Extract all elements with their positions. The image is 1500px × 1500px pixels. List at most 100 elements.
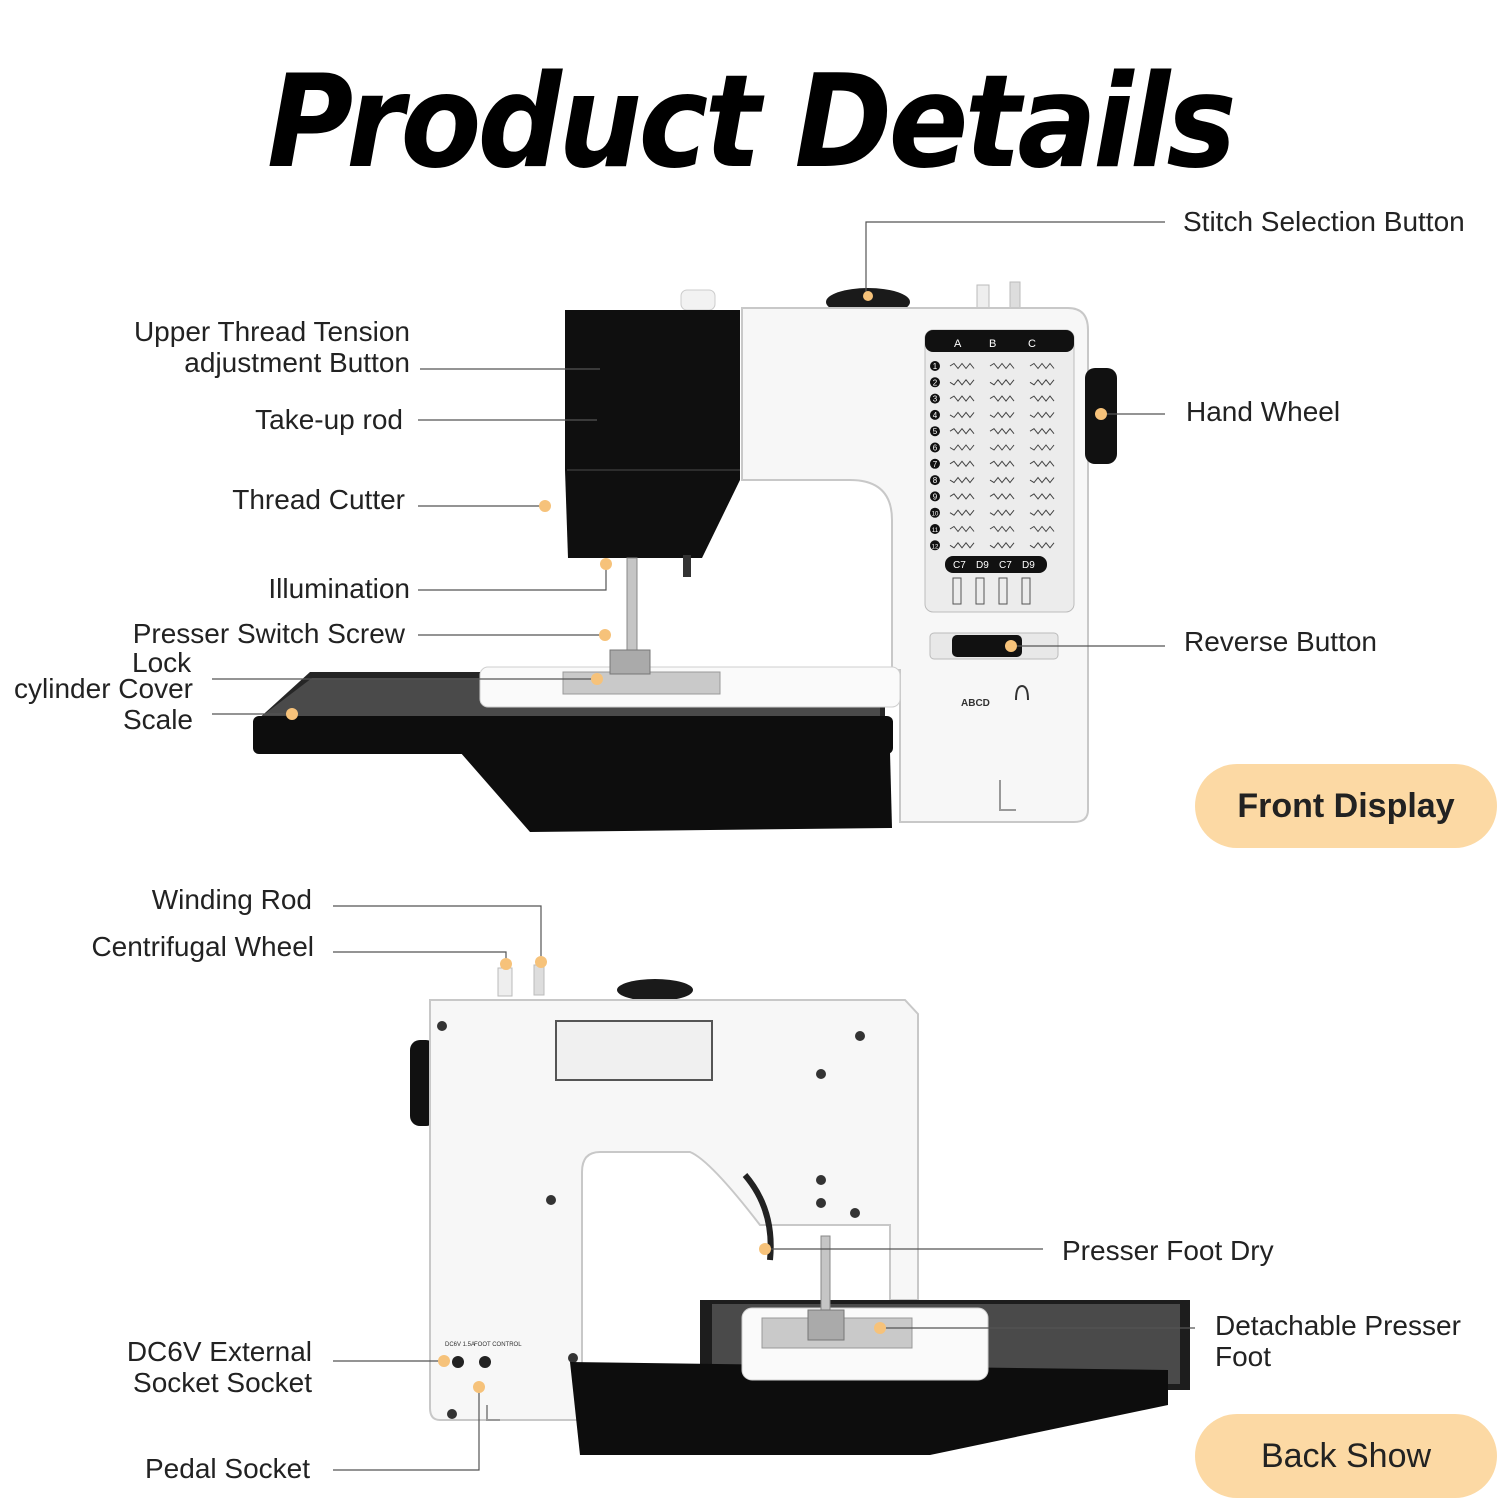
label-detachable-line-2: Foot [1215, 1341, 1272, 1372]
label-dc6v-line-2: Socket Socket [133, 1367, 312, 1398]
stitch-pattern-glyph [989, 427, 1015, 435]
dc-socket [452, 1356, 464, 1368]
stitch-row-marker [930, 426, 940, 437]
stitch-pattern-glyph [989, 476, 1015, 484]
stitch-row-number: 6 [933, 444, 938, 453]
stitch-row-marker [930, 540, 940, 551]
label-centrifugal-wheel: Centrifugal Wheel [91, 931, 314, 962]
stitch-row-number: 11 [932, 528, 939, 534]
stitch-row-number: 7 [933, 460, 938, 469]
stitch-footer-4: D9 [1022, 560, 1035, 571]
stitch-row-marker [930, 458, 940, 469]
back-show-badge: Back Show [1195, 1414, 1497, 1498]
handle-slot [555, 1020, 713, 1081]
stitch-pattern-glyph [989, 362, 1015, 370]
stitch-row-marker [930, 442, 940, 453]
stitch-pattern-glyph [1029, 444, 1055, 451]
label-detachable-line-1: Detachable Presser [1215, 1310, 1461, 1341]
stitch-row-marker [930, 393, 940, 404]
stitch-row-number: 1 [933, 362, 938, 371]
stitch-pattern-glyph [949, 525, 975, 533]
stitch-row-marker [930, 361, 940, 371]
back-machine: DC6V 1.5A FOOT CONTROL [410, 964, 1190, 1455]
label-thread-cutter: Thread Cutter [232, 484, 405, 515]
stitch-pattern-glyph [989, 460, 1015, 468]
label-winding-rod: Winding Rod [151, 884, 312, 915]
stitch-row-marker [930, 475, 940, 486]
stitch-pattern-glyph [989, 378, 1015, 386]
stitch-row-number: 5 [933, 427, 938, 436]
pedal-socket [479, 1356, 491, 1368]
front-display-badge: Front Display [1195, 764, 1497, 848]
stitch-pattern-glyph [949, 362, 975, 370]
stitch-pattern-glyph [989, 509, 1015, 517]
label-hand-wheel: Hand Wheel [1186, 396, 1341, 427]
stitch-pattern-glyph [1029, 525, 1055, 533]
label-upper-thread-line-1: Upper Thread Tension [133, 316, 410, 347]
stitch-pattern-glyph [949, 444, 975, 451]
label-reverse-button: Reverse Button [1184, 626, 1377, 657]
stitch-row-number: 9 [933, 492, 938, 501]
stitch-pattern-glyph [949, 427, 975, 435]
label-presser-foot-dry: Presser Foot Dry [1062, 1235, 1274, 1266]
stitch-pattern-glyph [1029, 362, 1055, 370]
stitch-footer-3: C7 [999, 560, 1012, 571]
stitch-row-marker [930, 507, 940, 518]
stitch-pattern-glyph [989, 444, 1015, 451]
stitch-row-marker [930, 409, 940, 420]
stitch-pattern-glyph [1029, 395, 1055, 402]
marker-dots [286, 291, 1107, 1393]
stitch-pattern-glyph [949, 509, 975, 517]
stitch-row-number: 8 [933, 476, 938, 485]
stitch-footer-2: D9 [976, 560, 989, 571]
label-pedal-socket: Pedal Socket [145, 1453, 310, 1484]
stitch-row-number: 12 [932, 544, 939, 550]
label-upper-thread-line-2: adjustment Button [184, 347, 410, 378]
leader-lines [212, 221, 1195, 1471]
label-stitch-selection-button: Stitch Selection Button [1183, 206, 1465, 237]
stitch-row-marker [930, 491, 940, 502]
stitch-row-number: 4 [933, 411, 938, 420]
stitch-pattern-glyph [1029, 460, 1055, 468]
stitch-pattern-glyph [1029, 493, 1055, 500]
stitch-pattern-glyph [989, 411, 1015, 419]
back-port-label-1: DC6V 1.5A [445, 1342, 475, 1348]
stitch-col-c: C [1028, 338, 1036, 350]
label-lock: Lock [132, 647, 192, 678]
front-abcd-mark: ABCD [961, 698, 990, 709]
stitch-pattern-glyph [989, 541, 1015, 549]
stitch-row-marker [930, 377, 940, 388]
label-detachable-presser-foot: Detachable Presser Foot [1215, 1310, 1461, 1372]
stitch-col-b: B [989, 338, 996, 350]
stitch-row-marker [930, 524, 940, 534]
label-dc6v-external-socket: DC6V External Socket Socket [40, 1336, 312, 1398]
reverse-lever [952, 635, 1022, 657]
stitch-pattern-glyph [949, 460, 975, 468]
label-scale: Scale [122, 704, 193, 735]
stitch-row-number: 10 [932, 512, 939, 518]
label-presser-switch-screw: Presser Switch Screw [132, 618, 405, 649]
stitch-footer-1: C7 [953, 560, 966, 571]
stitch-pattern-glyph [1029, 541, 1055, 549]
stitch-pattern-glyph [1029, 476, 1055, 484]
stitch-pattern-glyph [949, 493, 975, 500]
stitch-pattern-glyph [949, 378, 975, 386]
stitch-pattern-glyph [989, 395, 1015, 402]
label-illumination: Illumination [268, 573, 410, 604]
stitch-pattern-glyph [949, 395, 975, 402]
stitch-pattern-glyph [1029, 427, 1055, 435]
stitch-pattern-glyph [989, 525, 1015, 533]
stitch-pattern-glyph [1029, 411, 1055, 419]
stitch-pattern-glyph [949, 541, 975, 549]
label-cylinder-cover: cylinder Cover [14, 673, 193, 704]
label-dc6v-line-1: DC6V External [126, 1336, 312, 1367]
stitch-pattern-glyph [949, 411, 975, 419]
stitch-col-a: A [954, 338, 962, 350]
stitch-pattern-glyph [949, 476, 975, 484]
stitch-row-number: 2 [933, 378, 938, 387]
back-port-label-2: FOOT CONTROL [474, 1342, 522, 1348]
stitch-pattern-glyph [989, 493, 1015, 500]
